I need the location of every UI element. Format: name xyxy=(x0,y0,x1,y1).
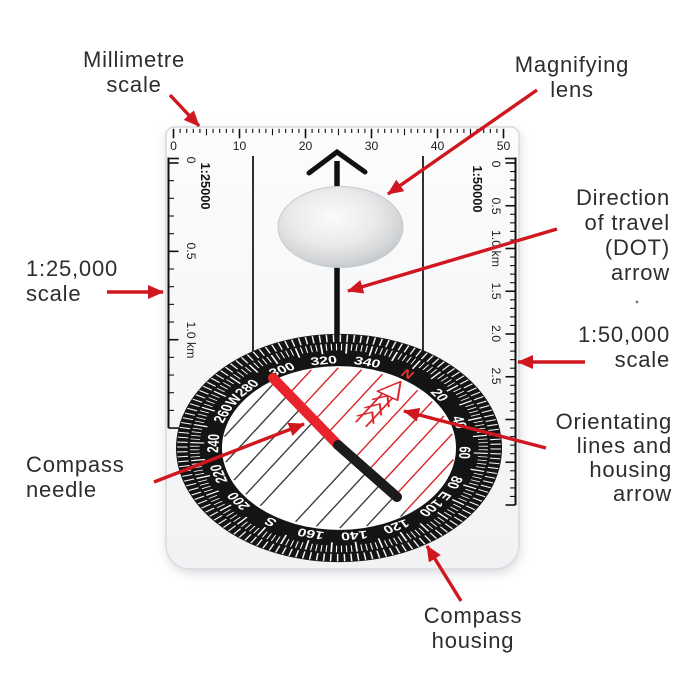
label-line: Magnifying xyxy=(514,52,630,77)
annotation-arrow-millimetre-scale xyxy=(168,93,201,128)
svg-text:0.5: 0.5 xyxy=(184,242,198,259)
scale-ruler-50000: 00.51.0 km1.52.02.51:50000 xyxy=(470,157,517,506)
label-line: housing xyxy=(589,457,672,482)
label-line: arrow xyxy=(610,260,670,285)
svg-text:1.0 km: 1.0 km xyxy=(184,322,198,359)
svg-text:80: 80 xyxy=(443,474,467,491)
svg-text:2.0: 2.0 xyxy=(489,325,503,342)
label-line: housing xyxy=(431,628,515,653)
label-line: scale xyxy=(106,72,162,97)
label-line: Compass xyxy=(26,452,125,477)
label-scale-25000: 1:25,000 scale xyxy=(26,256,166,306)
svg-text:1:25000: 1:25000 xyxy=(198,163,213,210)
label-line: 1:50,000 xyxy=(577,322,670,347)
label-line: 1:25,000 xyxy=(26,256,119,281)
label-line: arrow xyxy=(612,481,672,506)
svg-text:20: 20 xyxy=(299,139,313,153)
svg-text:0: 0 xyxy=(184,157,198,164)
svg-text:220: 220 xyxy=(205,463,231,485)
svg-text:320: 320 xyxy=(309,353,338,368)
label-line: lines and xyxy=(576,433,672,458)
svg-text:50: 50 xyxy=(497,139,511,153)
compass-needle-south-end xyxy=(333,440,402,502)
label-line: scale xyxy=(614,347,670,372)
label-compass-needle: Compass needle xyxy=(26,452,166,502)
svg-text:0.5: 0.5 xyxy=(489,197,503,214)
magnifying-lens-graphic xyxy=(277,186,404,268)
speck xyxy=(635,300,639,304)
annotation-arrow-orientating xyxy=(403,408,547,450)
svg-text:60: 60 xyxy=(455,446,474,459)
label-line: Orientating xyxy=(555,409,672,434)
housing-arrow xyxy=(354,380,402,428)
svg-text:140: 140 xyxy=(340,528,369,543)
label-line: lens xyxy=(550,77,594,102)
scale-ruler-25000: 0 0.5 1.0 km 1:25000 xyxy=(167,157,213,429)
label-line: Millimetre xyxy=(82,47,186,72)
svg-text:240: 240 xyxy=(203,433,223,453)
svg-text:0: 0 xyxy=(489,161,503,168)
svg-text:160: 160 xyxy=(295,526,326,543)
annotation-arrow-dot-arrow xyxy=(347,227,558,294)
svg-text:10: 10 xyxy=(233,139,247,153)
svg-text:0: 0 xyxy=(170,139,177,153)
label-line: Compass xyxy=(423,603,523,628)
label-line: needle xyxy=(26,477,97,502)
annotation-arrow-compass-housing xyxy=(425,545,463,602)
compass-needle-north-end xyxy=(268,373,343,450)
annotation-arrow-magnifying-lens xyxy=(387,88,538,196)
label-line: of travel xyxy=(584,210,670,235)
label-orientating-lines: Orientating lines and housing arrow xyxy=(502,410,672,506)
svg-text:40: 40 xyxy=(431,139,445,153)
label-line: (DOT) xyxy=(604,235,670,260)
label-line: scale xyxy=(26,281,82,306)
mm-ruler: 0 10 20 30 40 50 xyxy=(170,128,511,153)
label-magnifying-lens: Magnifying lens xyxy=(492,52,652,102)
label-scale-50000: 1:50,000 scale xyxy=(520,322,670,372)
svg-text:2.5: 2.5 xyxy=(489,367,503,384)
svg-text:1.5: 1.5 xyxy=(489,282,503,299)
svg-text:1:50000: 1:50000 xyxy=(470,166,485,213)
label-millimetre-scale: Millimetre scale xyxy=(54,47,214,97)
svg-text:340: 340 xyxy=(352,353,383,370)
label-compass-housing: Compass housing xyxy=(403,603,543,653)
label-direction-of-travel: Direction of travel (DOT) arrow xyxy=(510,185,670,285)
annotation-arrow-compass-needle xyxy=(153,422,305,484)
label-line: Direction xyxy=(575,185,670,210)
svg-text:30: 30 xyxy=(365,139,379,153)
